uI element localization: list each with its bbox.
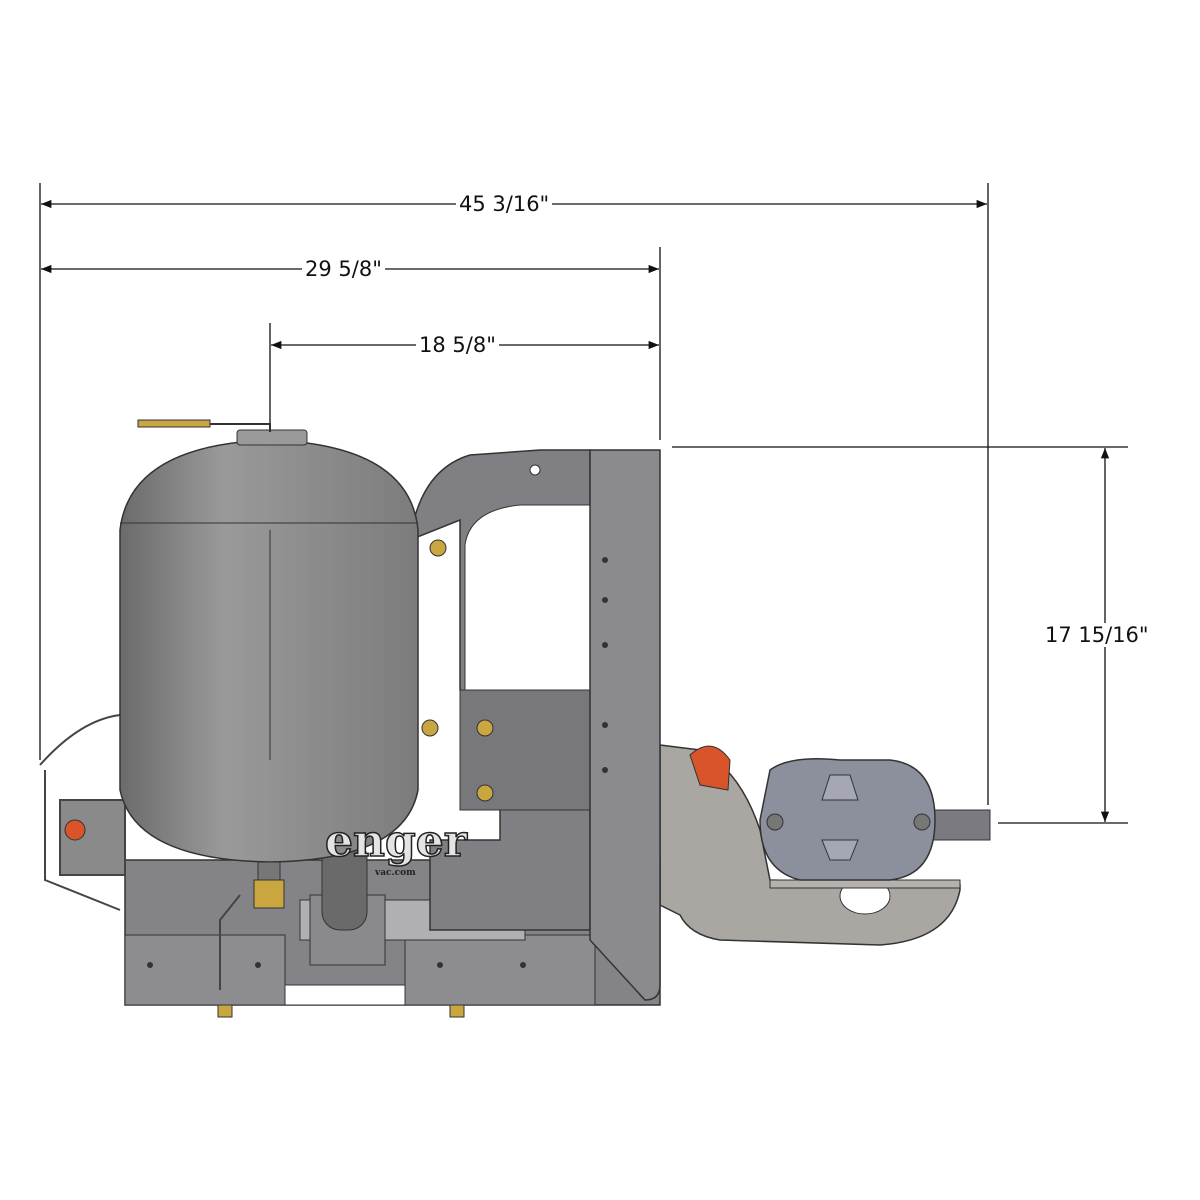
side-frame	[409, 449, 661, 1001]
left-plumbing	[39, 714, 126, 911]
dimension-overall-width: 45 3/16"	[456, 192, 553, 216]
brand-logo: enger	[324, 816, 467, 867]
dimension-frame-width: 29 5/8"	[302, 257, 385, 281]
dimension-tank-to-frame: 18 5/8"	[416, 333, 499, 357]
tank	[119, 419, 419, 990]
base-frame	[124, 839, 661, 1018]
dimension-height: 17 15/16"	[1042, 623, 1152, 647]
gearbox-bracket	[659, 744, 991, 946]
brand-url: vac.com	[375, 868, 416, 878]
extension-lines	[39, 183, 1128, 824]
